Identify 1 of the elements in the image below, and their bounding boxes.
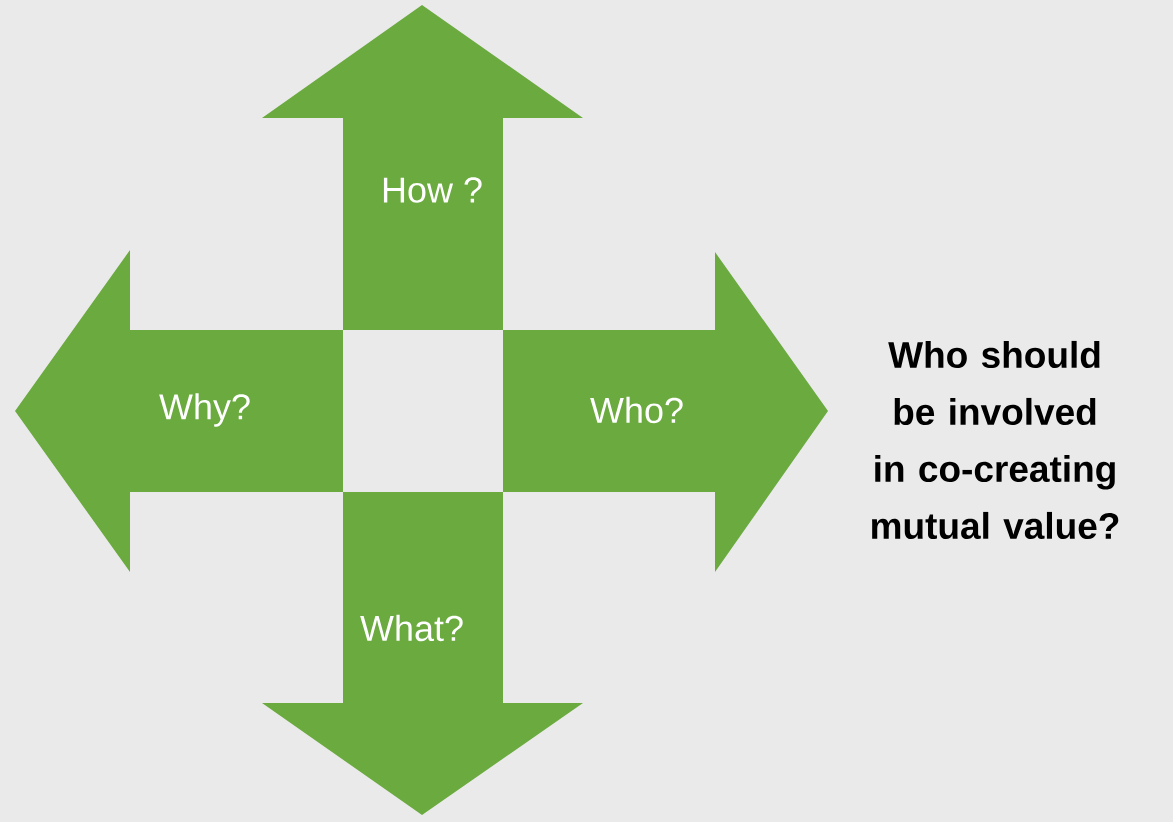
question-text: Who should be involved in co-creating mutual value?	[872, 340, 1119, 540]
